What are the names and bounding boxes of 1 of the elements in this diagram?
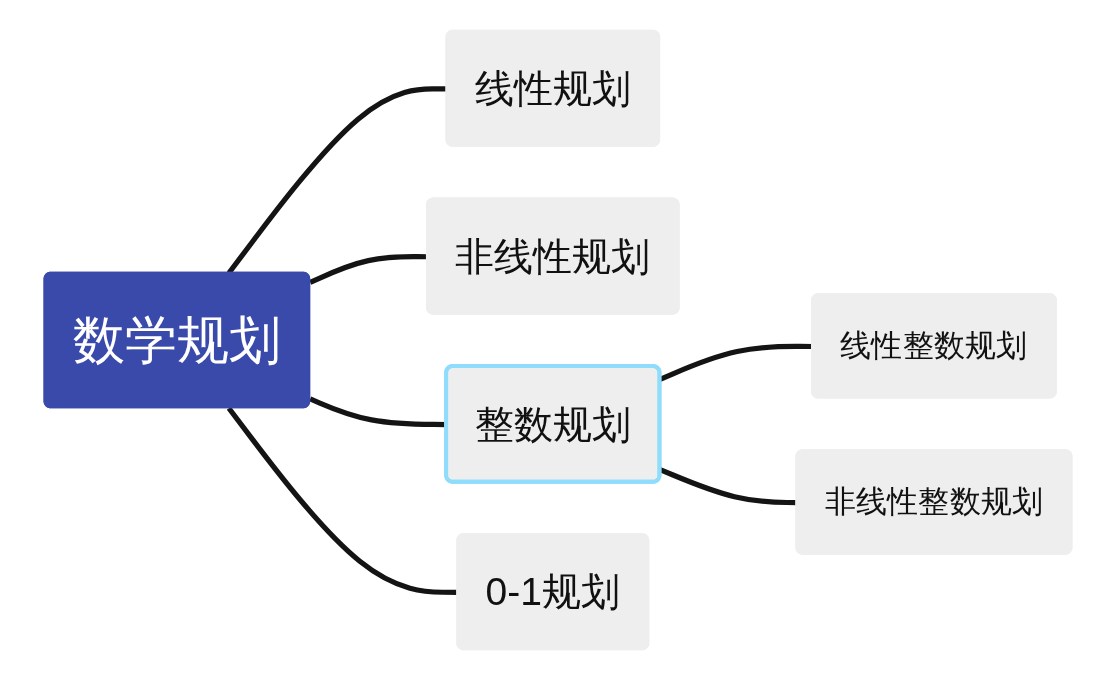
- connector: [309, 396, 447, 428]
